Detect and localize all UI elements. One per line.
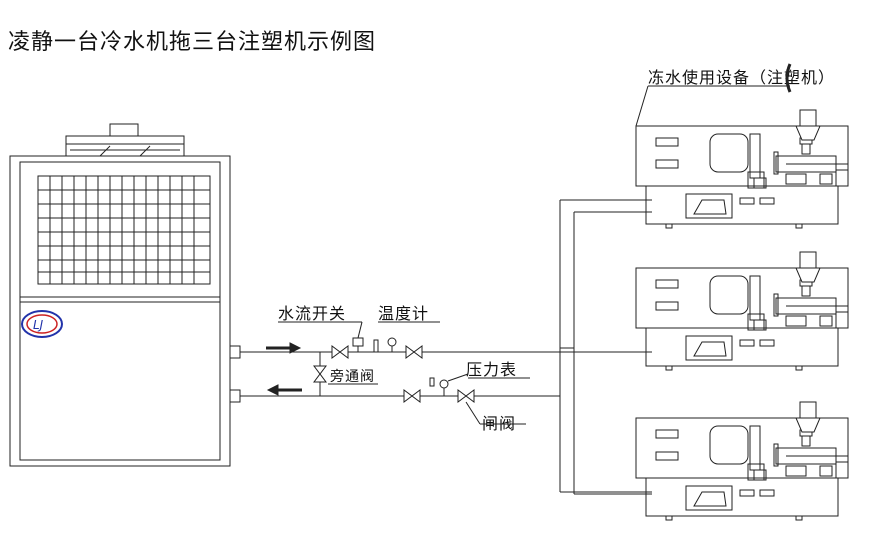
flow-switch-icon: [352, 337, 364, 352]
bypass-valve-label: 旁通阀: [330, 369, 375, 385]
gate-valve-icon: [457, 389, 481, 425]
page-title: 凌静一台冷水机拖三台注塑机示例图: [8, 30, 377, 55]
return-flow-arrow: [266, 384, 302, 396]
brand-logo: LJ: [21, 310, 63, 338]
distribution-headers: [559, 199, 652, 495]
thermometer-label: 温度计: [378, 304, 430, 323]
supply-flow-arrow: [266, 342, 302, 354]
injection-molding-machine-1: [635, 109, 849, 229]
svg-text:LJ: LJ: [33, 318, 44, 332]
return-valve-1-icon: [403, 389, 421, 403]
supply-valve-2-icon: [405, 345, 423, 359]
flow-switch-label: 水流开关: [278, 304, 347, 323]
thermometer-icon: [373, 337, 397, 353]
chiller-unit: [9, 123, 241, 467]
injection-molding-machine-3: [635, 401, 849, 521]
supply-valve-1-icon: [331, 345, 349, 359]
pressure-gauge-icon: [429, 373, 469, 396]
bypass-valve-icon: [313, 365, 327, 383]
injection-molding-machine-2: [635, 251, 849, 371]
condenser-grille: [38, 176, 210, 284]
pressure-gauge-label: 压力表: [466, 360, 518, 379]
